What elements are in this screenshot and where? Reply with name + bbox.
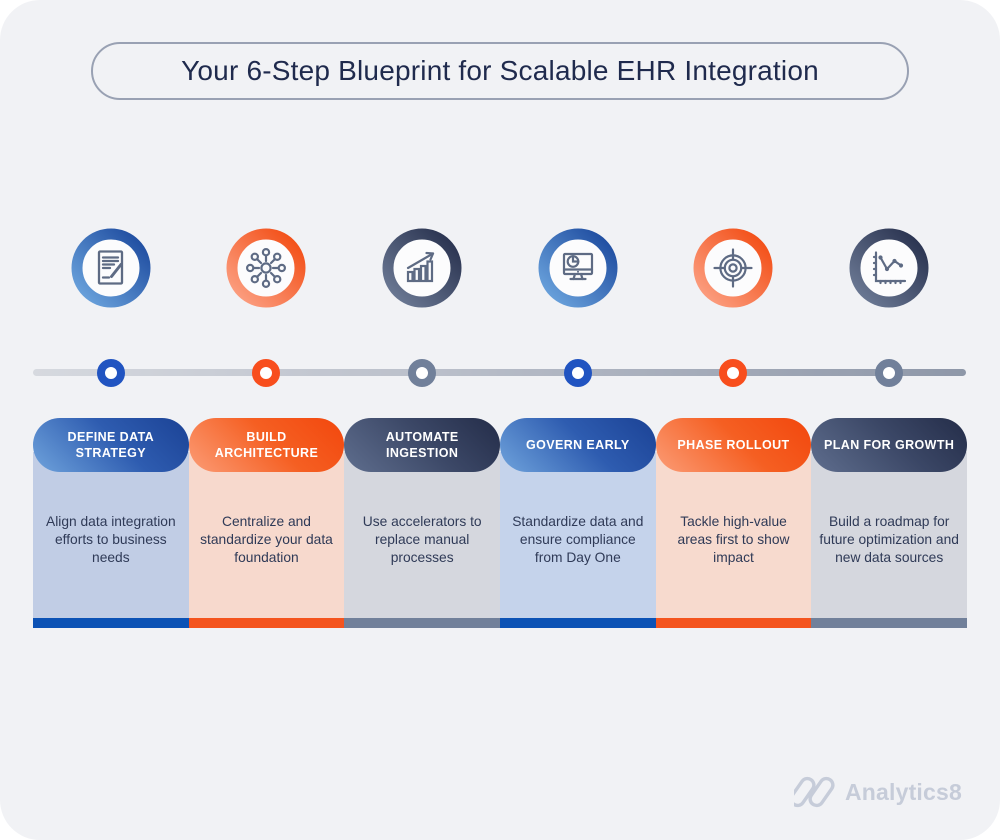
timeline-dot-4 xyxy=(563,359,592,387)
step-description: Centralize and standardize your data fou… xyxy=(200,513,333,566)
step-card-5: PHASE ROLLOUT Tackle high-value areas fi… xyxy=(655,418,812,628)
brand-name: Analytics8 xyxy=(844,778,962,805)
icon-markers-row xyxy=(33,224,967,350)
accent-bar xyxy=(655,618,812,628)
growth-chart-icon xyxy=(382,228,462,334)
monitor-pie-icon xyxy=(538,228,618,334)
step-card-4: GOVERN EARLY Standardize data and ensure… xyxy=(500,418,656,628)
step-description: Standardize data and ensure compliance f… xyxy=(512,513,644,566)
step-card-6: PLAN FOR GROWTH Build a roadmap for futu… xyxy=(811,418,967,628)
step-label: AUTOMATE INGESTION xyxy=(344,418,500,472)
step-cards-row: DEFINE DATA STRATEGY Align data integrat… xyxy=(33,418,967,628)
page-title: Your 6-Step Blueprint for Scalable EHR I… xyxy=(181,55,819,86)
accent-bar xyxy=(500,618,656,628)
accent-bar xyxy=(188,618,345,628)
accent-bar xyxy=(811,618,967,628)
target-icon xyxy=(693,228,773,334)
step-description: Tackle high-value areas first to show im… xyxy=(677,513,790,566)
step-card-1: DEFINE DATA STRATEGY Align data integrat… xyxy=(33,418,189,628)
timeline-dot-1 xyxy=(96,359,125,387)
document-pen-icon xyxy=(71,228,151,334)
timeline-dot-2 xyxy=(252,359,281,387)
step-card-2: BUILD ARCHITECTURE Centralize and standa… xyxy=(188,418,345,628)
step-description: Use accelerators to replace manual proce… xyxy=(362,513,482,566)
timeline-dot-5 xyxy=(719,359,748,387)
step-card-3: AUTOMATE INGESTION Use accelerators to r… xyxy=(344,418,500,628)
accent-bar xyxy=(33,618,189,628)
brand-footer: Analytics8 xyxy=(793,774,962,810)
hub-network-icon xyxy=(226,228,306,334)
step-description: Build a roadmap for future optimization … xyxy=(819,513,959,566)
analytics8-logo-icon xyxy=(793,776,835,808)
accent-bar xyxy=(344,618,500,628)
step-label: GOVERN EARLY xyxy=(500,418,656,472)
line-chart-icon xyxy=(849,228,929,334)
step-label: DEFINE DATA STRATEGY xyxy=(33,418,189,472)
step-description: Align data integration efforts to busine… xyxy=(46,513,176,566)
step-label: PHASE ROLLOUT xyxy=(655,418,812,472)
timeline xyxy=(0,359,1000,387)
timeline-dot-3 xyxy=(408,359,437,387)
timeline-track xyxy=(33,369,966,376)
step-label: BUILD ARCHITECTURE xyxy=(188,418,345,472)
title-banner: Your 6-Step Blueprint for Scalable EHR I… xyxy=(91,42,909,100)
step-label: PLAN FOR GROWTH xyxy=(811,418,967,472)
timeline-dot-6 xyxy=(875,359,904,387)
